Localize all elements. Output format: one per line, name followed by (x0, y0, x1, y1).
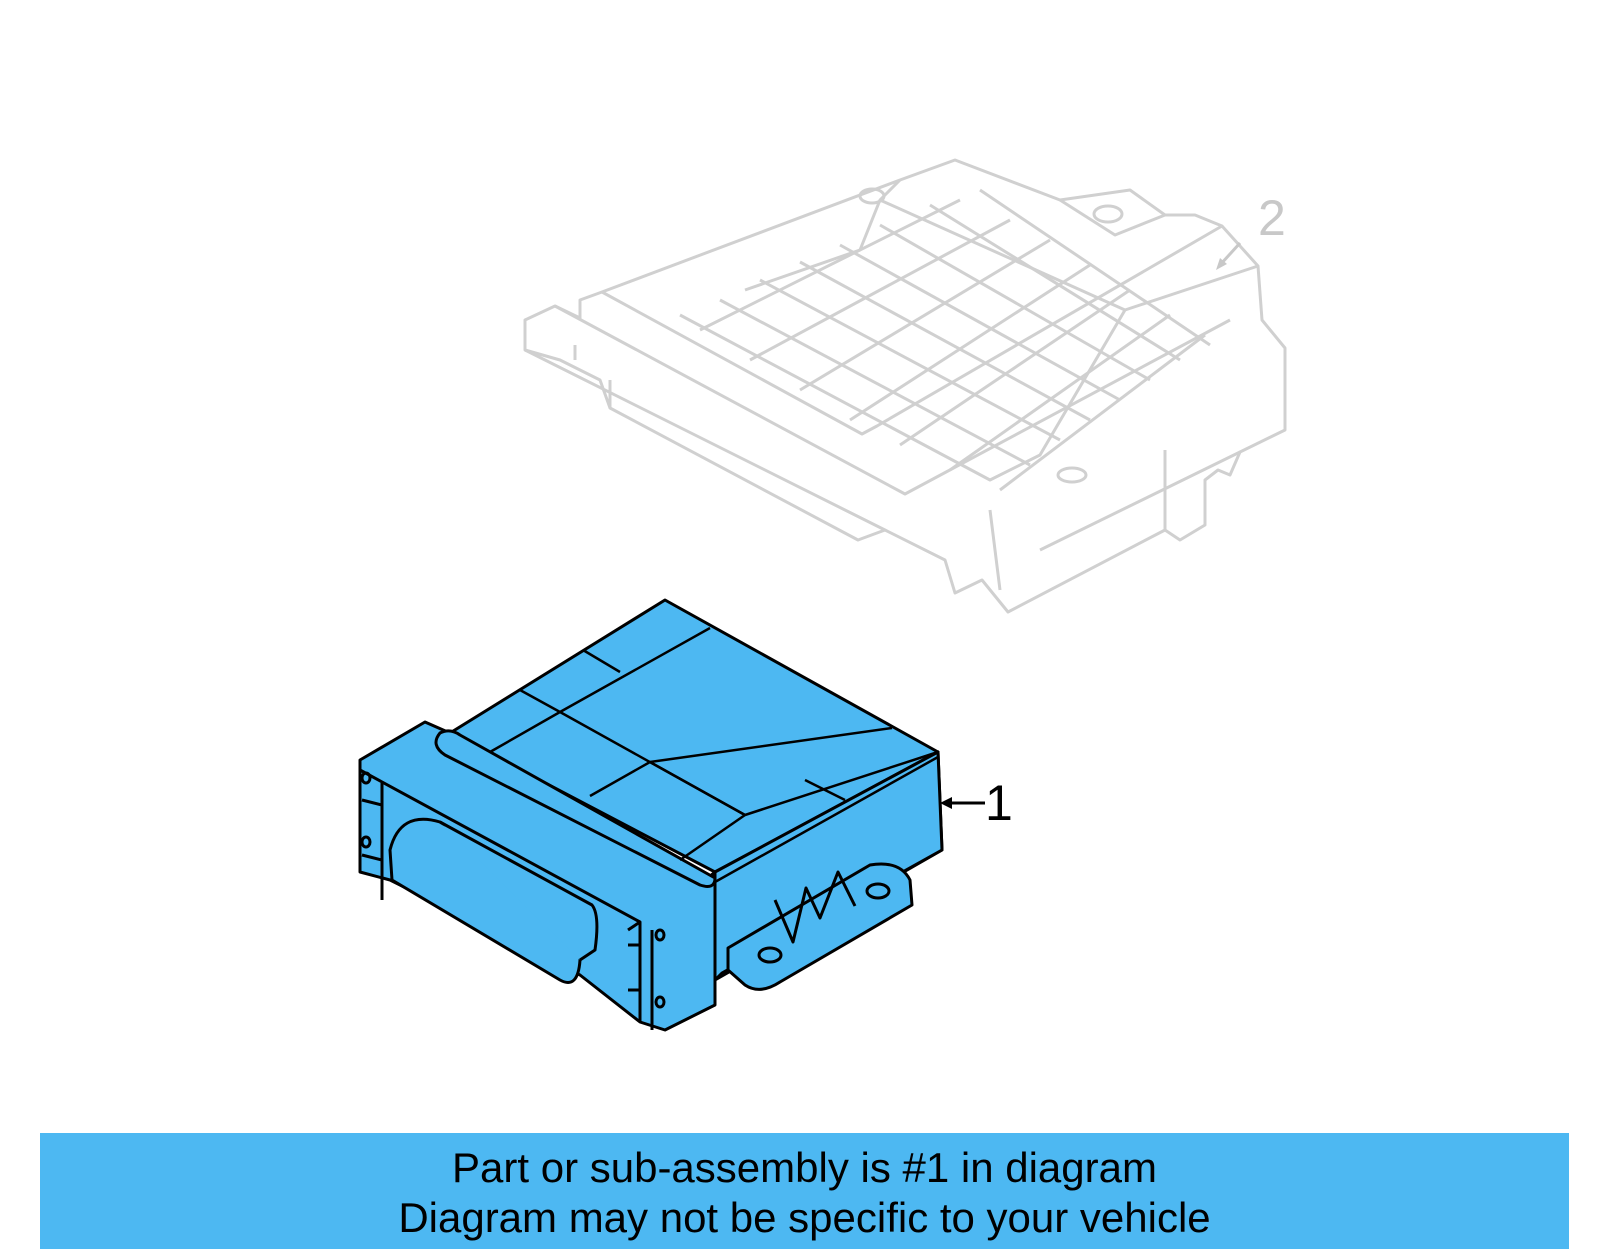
callout-2-arrowhead (1216, 258, 1227, 270)
info-banner: Part or sub-assembly is #1 in diagram Di… (40, 1133, 1569, 1249)
callout-2-label: 2 (1258, 190, 1286, 246)
banner-line-1: Part or sub-assembly is #1 in diagram (452, 1144, 1157, 1191)
callout-2: 2 (1216, 190, 1286, 270)
part-1-control-module (358, 598, 944, 1032)
part-2-bracket (523, 158, 1287, 614)
callout-1-label: 1 (985, 775, 1013, 831)
callout-1: 1 (940, 775, 1013, 831)
callout-1-arrowhead (940, 797, 952, 809)
banner-line-2: Diagram may not be specific to your vehi… (398, 1194, 1211, 1241)
